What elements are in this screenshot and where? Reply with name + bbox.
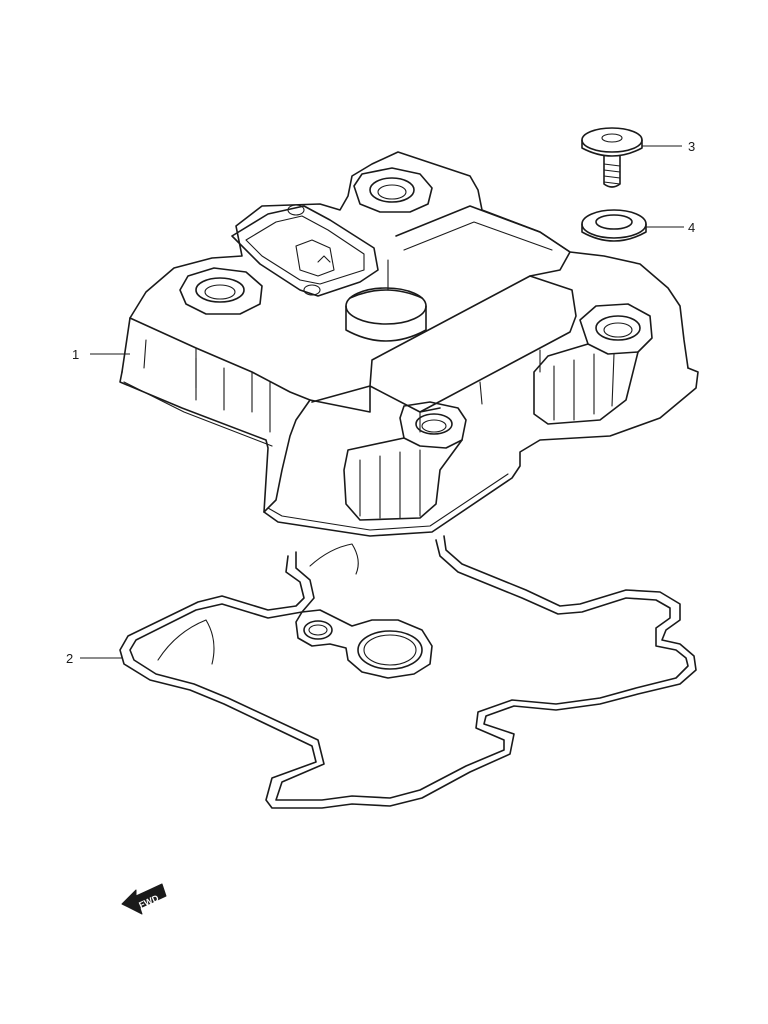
callout-number-1[interactable]: 1 — [72, 347, 79, 362]
cylinder-head-cover[interactable] — [119, 151, 699, 537]
cover-bolt[interactable] — [581, 127, 643, 188]
cylinder-head-cover-gasket[interactable] — [119, 535, 697, 809]
cover-washer[interactable] — [581, 209, 647, 242]
fwd-arrow-icon: FWD — [121, 883, 167, 915]
callout-number-4[interactable]: 4 — [688, 220, 695, 235]
callout-number-2[interactable]: 2 — [66, 651, 73, 666]
callout-number-3[interactable]: 3 — [688, 139, 695, 154]
